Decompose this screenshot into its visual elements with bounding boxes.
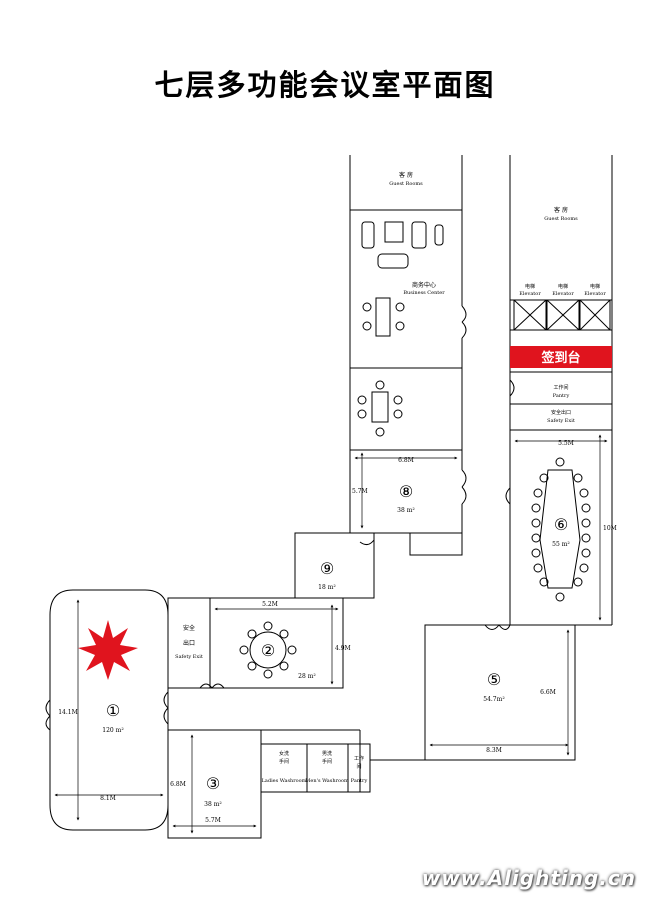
- guest-rooms-right-en: Guest Rooms: [544, 216, 578, 222]
- room-6-dim-w: 5.5M: [558, 440, 574, 447]
- room-2-dim-w: 5.2M: [262, 601, 278, 608]
- elevator-1-cn: 电梯: [525, 283, 535, 290]
- room-2-area: 28 m²: [298, 673, 316, 680]
- room-2-number: ②: [261, 641, 275, 660]
- page-title: 七层多功能会议室平面图: [154, 68, 496, 102]
- guest-rooms-right-cn: 客 房: [554, 206, 568, 214]
- room-1-number: ①: [106, 701, 120, 720]
- room-5-dim-h: 6.6M: [540, 689, 556, 696]
- business-center-en: Business Center: [403, 290, 445, 296]
- room-1-dim-w: 8.1M: [100, 795, 116, 802]
- room-8-number: ⑧: [399, 482, 413, 501]
- room-6-area: 55 m²: [552, 541, 570, 548]
- room-5-area: 54.7m²: [483, 696, 505, 703]
- room-3-number: ③: [206, 774, 220, 793]
- pantry-bottom-cn2: 间: [356, 763, 361, 770]
- signin-desk-bar: [510, 346, 612, 368]
- pantry-bottom-cn1: 工作: [354, 755, 364, 762]
- mens-washroom-cn1: 男洗: [322, 750, 332, 757]
- room-2-dim-h: 4.9M: [335, 645, 351, 652]
- mens-washroom-cn2: 手间: [322, 758, 332, 765]
- elevator-2-en: Elevator: [552, 291, 574, 297]
- safety-exit-left-en: Safety Exit: [175, 654, 203, 660]
- mens-washroom-en: Men's Washroom: [305, 778, 349, 784]
- room-1-dim-h: 14.1M: [58, 709, 78, 716]
- pantry-top-en: Pantry: [553, 393, 570, 399]
- room-8-area: 38 m²: [397, 507, 415, 514]
- safety-exit-left-cn2: 出口: [183, 639, 195, 647]
- elevator-3-en: Elevator: [584, 291, 606, 297]
- room-5-dim-w: 8.3M: [486, 747, 502, 754]
- guest-rooms-left-en: Guest Rooms: [389, 181, 423, 187]
- room-6-dim-h: 10M: [603, 525, 617, 532]
- red-star-icon: [78, 620, 138, 680]
- safety-exit-top-en: Safety Exit: [547, 418, 575, 424]
- room-6-number: ⑥: [554, 515, 568, 534]
- guest-rooms-left-cn: 客 房: [399, 171, 413, 179]
- safety-exit-top-cn: 安全出口: [551, 409, 571, 416]
- elevator-2-cn: 电梯: [558, 283, 568, 290]
- elevator-1-en: Elevator: [519, 291, 541, 297]
- room-1-area: 120 m²: [102, 727, 124, 734]
- safety-exit-left-cn1: 安全: [183, 624, 195, 632]
- room-9-area: 18 m²: [318, 584, 336, 591]
- ladies-washroom-cn1: 女洗: [279, 750, 289, 757]
- watermark: www.Alighting.cn: [421, 866, 636, 890]
- room-8-dim-h: 5.7M: [352, 488, 368, 495]
- room-9-number: ⑨: [320, 559, 334, 578]
- pantry-top-cn: 工作间: [553, 384, 568, 391]
- room-3-area: 38 m²: [204, 801, 222, 808]
- pantry-bottom-en: Pantry: [351, 778, 368, 784]
- business-center-cn: 商务中心: [412, 281, 436, 289]
- elevator-3-cn: 电梯: [590, 283, 600, 290]
- room-5-number: ⑤: [487, 670, 501, 689]
- room-3-dim-w: 5.7M: [205, 817, 221, 824]
- room-3-dim-h: 6.8M: [170, 781, 186, 788]
- ladies-washroom-cn2: 手间: [279, 758, 289, 765]
- signin-desk-label: 签到台: [540, 350, 580, 366]
- room-8-dim-w: 6.8M: [398, 457, 414, 464]
- ladies-washroom-en: Ladies Washroom: [262, 778, 307, 784]
